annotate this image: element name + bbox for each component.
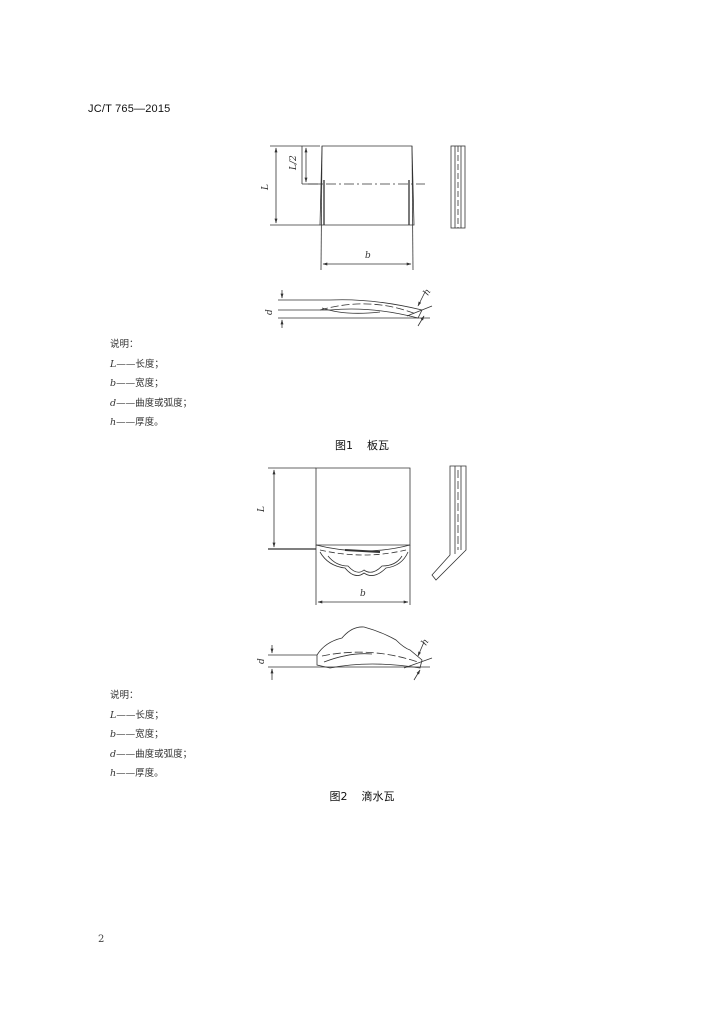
figure2-title: 滴水瓦	[361, 790, 395, 803]
figure2-caption: 图2 滴水瓦	[0, 788, 724, 804]
legend-item: d——曲度或弧度；	[110, 748, 193, 760]
legend-item: b——宽度；	[110, 378, 164, 390]
fig1-half-length-label: L/2	[289, 155, 299, 171]
legend-item: b——宽度；	[110, 729, 164, 741]
legend-item: h——厚度。	[110, 768, 164, 780]
fig1-length-label: L	[261, 184, 271, 191]
page-number: 2	[98, 934, 105, 945]
legend-item: d——曲度或弧度；	[110, 397, 193, 409]
fig2-length-label: L	[257, 506, 267, 513]
figure1-legend: 说明： L——长度； b——宽度； d——曲度或弧度； h——厚度。	[110, 335, 192, 433]
fig2-curvature-label: d	[257, 658, 267, 664]
figure1-title: 板瓦	[367, 439, 389, 452]
document-code: JC/T 765—2015	[88, 103, 171, 115]
fig2-width-label: b	[360, 589, 366, 599]
legend-item: L——长度；	[110, 358, 164, 370]
fig1-curvature-label: d	[265, 309, 275, 315]
fig2-thickness-label: h	[420, 637, 432, 647]
figure2-legend: 说明： L——长度； b——宽度； d——曲度或弧度； h——厚度。	[110, 686, 192, 784]
figure1-caption: 图1 板瓦	[0, 437, 724, 453]
fig1-thickness-label: h	[422, 287, 434, 297]
legend-item: h——厚度。	[110, 417, 164, 429]
legend-title: 说明：	[110, 339, 139, 350]
fig1-width-label: b	[365, 251, 371, 261]
figure2-number: 图2	[329, 790, 348, 803]
legend-item: L——长度；	[110, 709, 164, 721]
legend-title: 说明：	[110, 690, 139, 701]
figure1-number: 图1	[335, 439, 353, 452]
